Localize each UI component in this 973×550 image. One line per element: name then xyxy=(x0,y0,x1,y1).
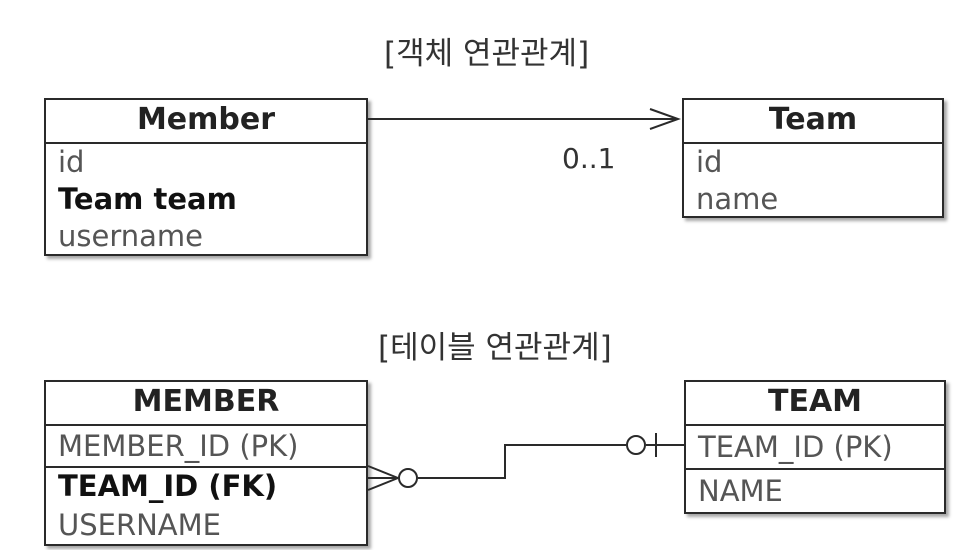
member-class-name: Member xyxy=(46,100,366,144)
object-relation-title: [객체 연관관계] xyxy=(384,36,590,72)
team-table-name: TEAM xyxy=(686,382,944,426)
member-column-username: USERNAME xyxy=(58,508,221,542)
member-field-username: username xyxy=(58,219,203,253)
team-field-name: name xyxy=(696,182,779,216)
member-column-team-id: TEAM_ID (FK) xyxy=(46,466,366,506)
team-class-name: Team xyxy=(684,100,942,144)
team-class-box: Team id name xyxy=(682,98,944,218)
member-column-member-id: MEMBER_ID (PK) xyxy=(58,429,299,463)
member-table-box: MEMBER MEMBER_ID (PK) TEAM_ID (FK) USERN… xyxy=(44,380,368,546)
fk-relationship-line xyxy=(367,433,684,491)
table-relation-title: [테이블 연관관계] xyxy=(378,330,612,366)
member-table-name: MEMBER xyxy=(46,382,366,426)
association-arrow xyxy=(368,108,681,130)
member-field-team: Team team xyxy=(58,182,237,216)
multiplicity-label: 0..1 xyxy=(562,142,616,175)
team-table-box: TEAM TEAM_ID (PK) NAME xyxy=(684,380,946,514)
team-column-team-id: TEAM_ID (PK) xyxy=(698,430,893,464)
team-column-name: NAME xyxy=(686,468,944,514)
member-field-id: id xyxy=(58,145,85,179)
member-class-box: Member id Team team username xyxy=(44,98,368,256)
team-field-id: id xyxy=(696,145,723,179)
